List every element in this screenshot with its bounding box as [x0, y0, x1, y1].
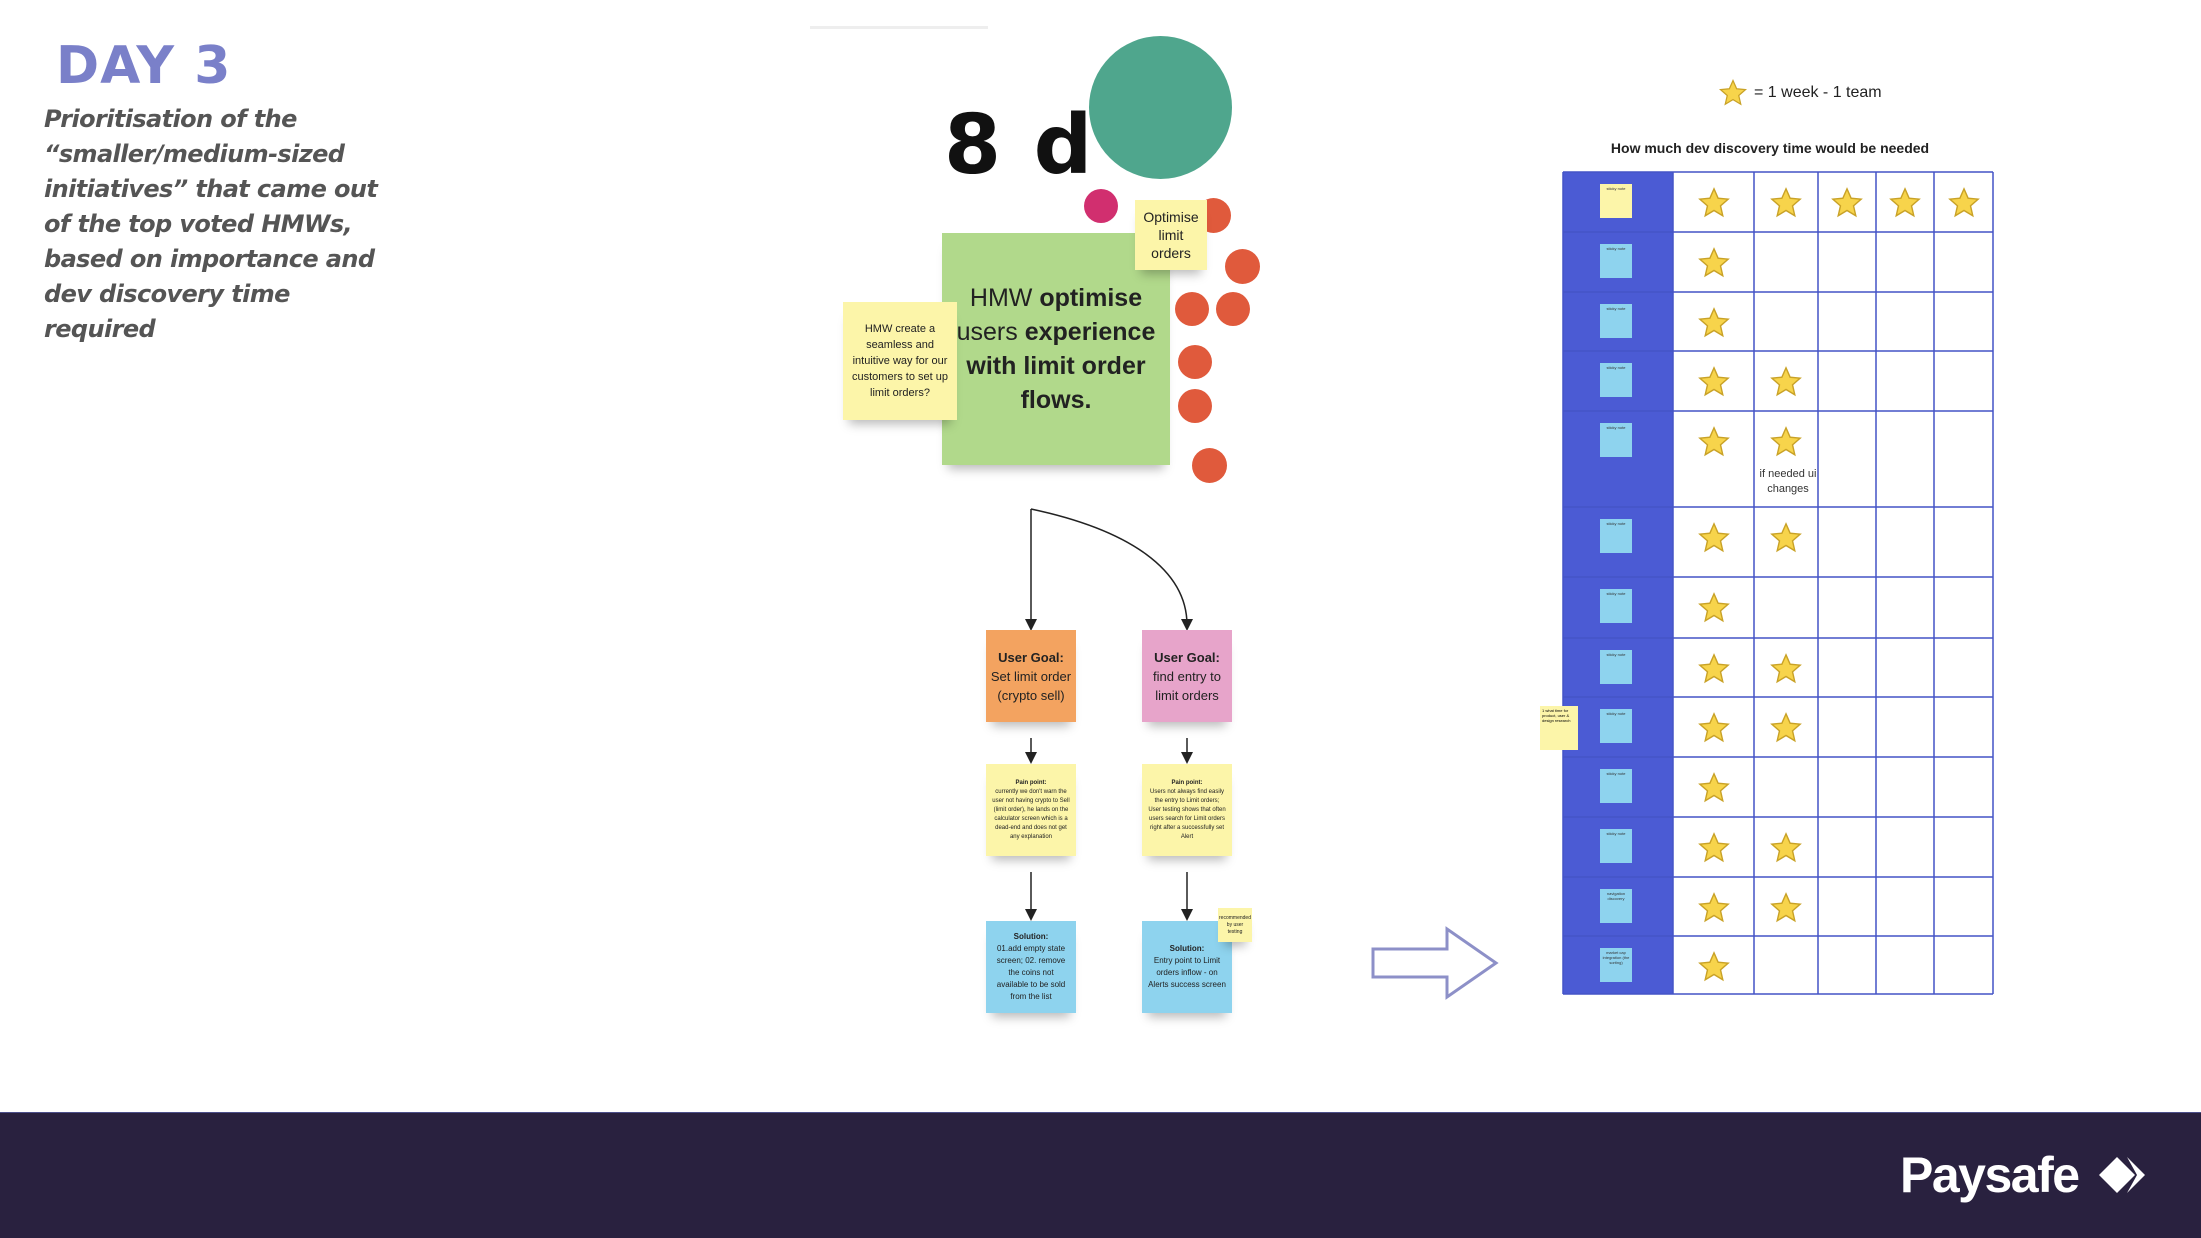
solution-1-text: 01.add empty state screen; 02. remove th…: [996, 944, 1066, 1001]
initiative-sticky: sticky note: [1600, 709, 1632, 743]
star-icon: [1831, 187, 1863, 218]
star-icon: [1770, 892, 1802, 923]
goal-1-text: Set limit order (crypto sell): [990, 668, 1072, 703]
star-icon: [1697, 522, 1730, 553]
star-icon: [1697, 426, 1730, 457]
initiative-sticky: sticky note: [1600, 304, 1632, 338]
slide-description: Prioritisation of the “smaller/medium-si…: [44, 105, 378, 343]
initiative-sticky: market cap integration (the sorting): [1600, 948, 1632, 982]
star-icon: [1770, 832, 1802, 863]
vote-dot: [1225, 249, 1260, 284]
hmw-small-sticky: HMW create a seamless and intuitive way …: [843, 302, 957, 420]
initiative-sticky: sticky note: [1600, 244, 1632, 278]
star-icon: [1697, 951, 1730, 982]
side-note: 1 what time for product, user & design r…: [1540, 706, 1578, 750]
duration-label: 8 d: [944, 98, 1095, 193]
goal-2-text: find entry to limit orders: [1153, 668, 1221, 703]
initiative-sticky: sticky note: [1600, 589, 1632, 623]
solution-1: Solution: 01.add empty state screen; 02.…: [986, 921, 1076, 1013]
initiative-sticky: sticky note: [1600, 519, 1632, 553]
paysafe-diamond-icon: [2098, 1157, 2145, 1193]
star-icon: [1697, 366, 1730, 397]
hmw-mid: users: [956, 318, 1025, 346]
initiative-sticky: sticky note: [1600, 769, 1632, 803]
star-icon: [1718, 78, 1748, 106]
connector-to-goal-2: [1030, 508, 1193, 631]
star-icon: [1770, 187, 1802, 218]
user-goal-1: User Goal: Set limit order (crypto sell): [986, 630, 1076, 722]
initiative-sticky: sticky note: [1600, 650, 1632, 684]
star-icon: [1697, 592, 1730, 623]
row-annotation: if needed ui changes: [1759, 468, 1817, 495]
big-arrow-right: [1371, 926, 1499, 1000]
divider: [810, 26, 988, 29]
initiative-sticky: sticky note: [1600, 829, 1632, 863]
optimise-note: Optimise limit orders: [1135, 200, 1207, 270]
vote-dot: [1175, 292, 1209, 326]
pain-point-1: Pain point: currently we don't warn the …: [986, 764, 1076, 856]
brand-logo: Paysafe: [1900, 1146, 2161, 1204]
star-icon: [1697, 772, 1730, 803]
pain-1-text: currently we don't warn the user not hav…: [992, 788, 1070, 840]
star-icon: [1770, 653, 1802, 684]
slide-title: DAY 3: [56, 36, 232, 96]
vote-dot: [1216, 292, 1250, 326]
user-goal-2: User Goal: find entry to limit orders: [1142, 630, 1232, 722]
user-testing-note: recommended by user testing: [1218, 908, 1252, 942]
solution-2: Solution: Entry point to Limit orders in…: [1142, 921, 1232, 1013]
star-icon: [1697, 653, 1730, 684]
initiative-sticky: navigation discovery: [1600, 889, 1632, 923]
teal-circle: [1089, 36, 1232, 179]
solution-2-text: Entry point to Limit orders inflow - on …: [1148, 956, 1226, 989]
star-icon: [1770, 522, 1802, 553]
star-icon: [1697, 892, 1730, 923]
star-icon: [1697, 307, 1730, 338]
star-icon: [1697, 187, 1730, 218]
hmw-bold-2: experience with limit order flows.: [966, 318, 1156, 414]
vote-dot: [1178, 389, 1212, 423]
star-icon: [1947, 187, 1980, 218]
goal-2-head: User Goal:: [1154, 649, 1220, 665]
legend-text: = 1 week - 1 team: [1754, 84, 1882, 101]
star-icon: [1770, 366, 1802, 397]
hmw-prefix: HMW: [969, 284, 1040, 312]
pain-2-text: Users not always find easily the entry t…: [1148, 788, 1226, 840]
table-title: How much dev discovery time would be nee…: [1610, 140, 1930, 156]
pain-1-head: Pain point:: [1015, 779, 1047, 786]
hmw-bold-1: optimise: [1039, 284, 1143, 312]
pain-point-2: Pain point: Users not always find easily…: [1142, 764, 1232, 856]
star-icon: [1770, 712, 1802, 743]
hmw-main-sticky: HMW optimise users experience with limit…: [942, 233, 1170, 465]
star-icon: [1697, 832, 1730, 863]
magenta-dot: [1084, 189, 1118, 223]
initiative-sticky: sticky note: [1600, 184, 1632, 218]
brand-name: Paysafe: [1900, 1147, 2080, 1203]
pain-2-head: Pain point:: [1171, 779, 1203, 786]
vote-dot: [1178, 345, 1212, 379]
star-icon: [1697, 247, 1730, 278]
solution-2-head: Solution:: [1169, 944, 1205, 953]
initiative-sticky: sticky note: [1600, 423, 1632, 457]
legend: = 1 week - 1 team: [1718, 78, 1882, 108]
vote-dot: [1192, 448, 1227, 483]
star-icon: [1889, 187, 1921, 218]
goal-1-head: User Goal:: [998, 649, 1064, 665]
footer: [0, 1113, 2201, 1238]
solution-1-head: Solution:: [1013, 932, 1049, 941]
star-icon: [1770, 426, 1802, 457]
initiative-sticky: sticky note: [1600, 363, 1632, 397]
star-icon: [1697, 712, 1730, 743]
